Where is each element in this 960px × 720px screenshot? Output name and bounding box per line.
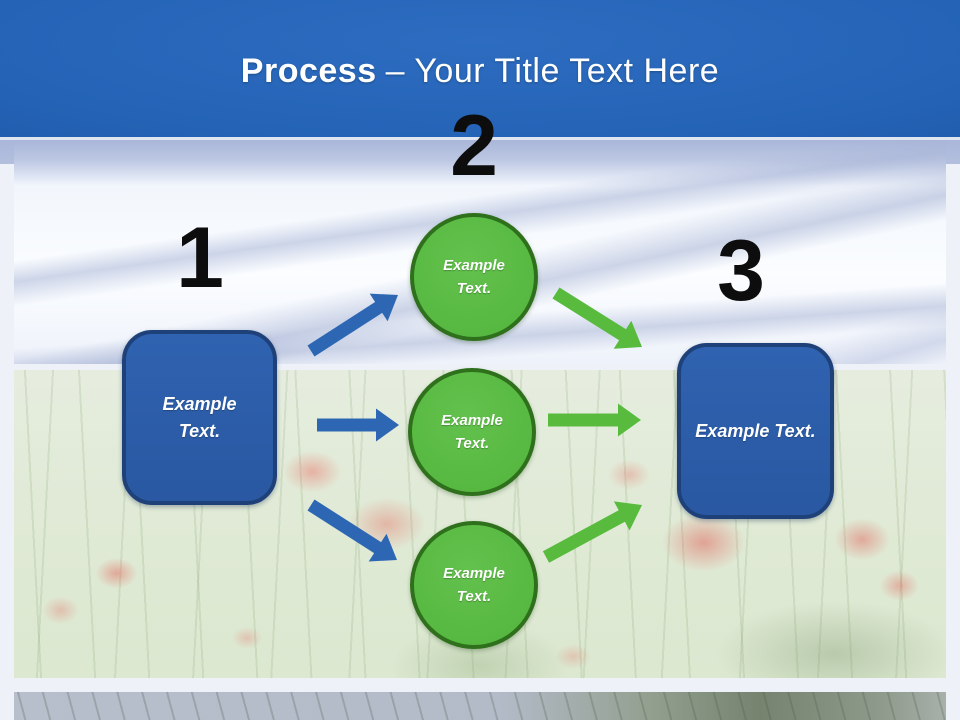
header-banner: Process– Your Title Text Here [0, 0, 960, 138]
process-circle-bottom: Example Text. [410, 521, 538, 649]
step-number-1: 1 [176, 210, 224, 306]
process-circle-middle: Example Text. [408, 368, 536, 496]
step-number-3: 3 [717, 223, 765, 319]
process-circle-middle-label: Example Text. [441, 411, 503, 452]
process-box-left: Example Text. [122, 330, 277, 505]
process-box-left-label: Example Text. [162, 393, 237, 441]
process-circle-top: Example Text. [410, 213, 538, 341]
process-circle-bottom-label: Example Text. [443, 564, 505, 605]
process-box-right: Example Text. [677, 343, 834, 519]
bottom-photo-band [14, 692, 946, 720]
slide-title: Process– Your Title Text Here [0, 52, 960, 91]
slide-title-emphasis: Process [240, 52, 377, 90]
step-number-2: 2 [450, 98, 498, 194]
process-box-right-label: Example Text. [695, 420, 816, 441]
process-circle-top-label: Example Text. [443, 256, 505, 297]
slide-title-rest: – Your Title Text Here [385, 52, 720, 90]
